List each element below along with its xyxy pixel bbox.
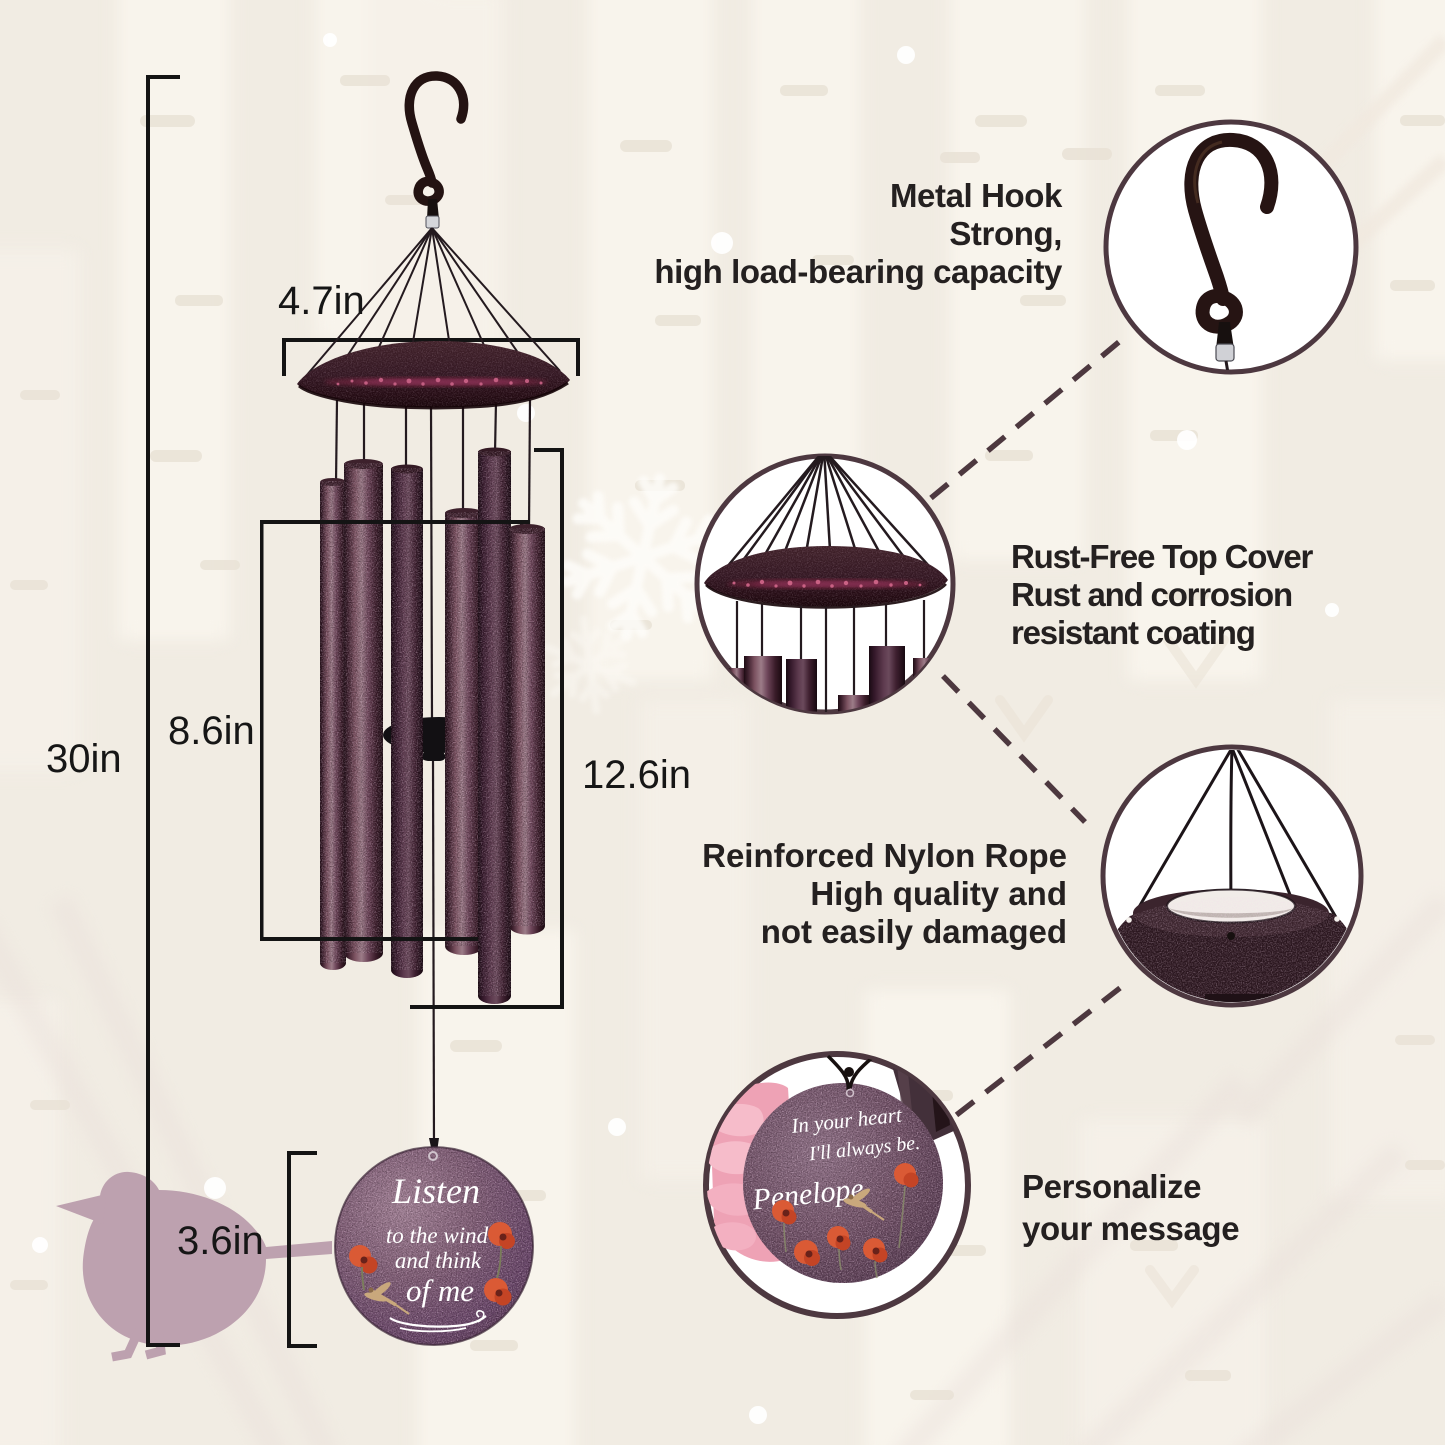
svg-text:Listen: Listen [391,1171,480,1211]
svg-text:and think: and think [395,1248,482,1273]
svg-text:of me: of me [406,1273,474,1308]
svg-text:to the wind: to the wind [386,1223,489,1248]
